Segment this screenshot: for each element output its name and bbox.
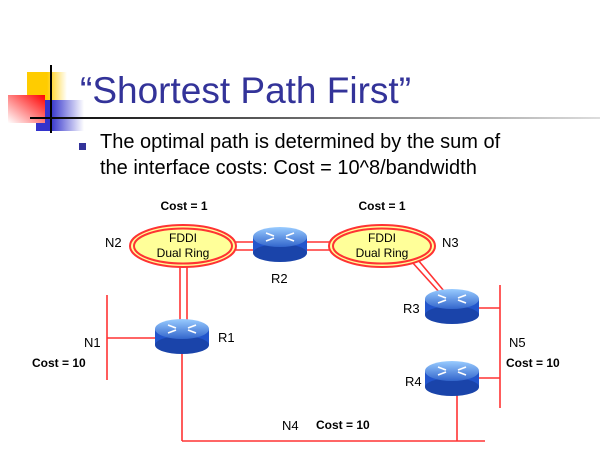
n4-cost: Cost = 10	[316, 418, 370, 432]
router-icon-r4	[424, 360, 480, 397]
fddi-ring-n2: FDDI Dual Ring	[129, 224, 237, 268]
r3-label: R3	[403, 301, 420, 316]
n5-label: N5	[509, 335, 526, 350]
n2-cost: Cost = 1	[160, 199, 207, 213]
fddi-ring-n3: FDDI Dual Ring	[328, 224, 436, 268]
n1-label: N1	[84, 335, 101, 350]
bullet-text-line1: The optimal path is determined by the su…	[100, 131, 501, 153]
n5-cost: Cost = 10	[506, 356, 560, 370]
r1-label: R1	[218, 330, 235, 345]
bullet-icon	[79, 143, 86, 150]
ring-label: FDDI	[169, 231, 197, 245]
router-icon-r1	[154, 318, 210, 355]
n3-cost: Cost = 1	[358, 199, 405, 213]
ring-label: Dual Ring	[356, 246, 409, 260]
network-links	[106, 241, 501, 442]
r4-label: R4	[405, 374, 422, 389]
template-logo	[8, 65, 600, 133]
bullet-text-line2: the interface costs: Cost = 10^8/bandwid…	[100, 157, 477, 179]
router-icon-r3	[424, 288, 480, 325]
router-icon-r2	[252, 226, 308, 263]
ring-label: FDDI	[368, 231, 396, 245]
ring-label: Dual Ring	[157, 246, 210, 260]
r2-label: R2	[271, 271, 288, 286]
n1-cost: Cost = 10	[32, 356, 86, 370]
n3-label: N3	[442, 235, 459, 250]
n2-label: N2	[105, 235, 122, 250]
n4-label: N4	[282, 418, 299, 433]
slide-title: “Shortest Path First”	[80, 70, 412, 111]
